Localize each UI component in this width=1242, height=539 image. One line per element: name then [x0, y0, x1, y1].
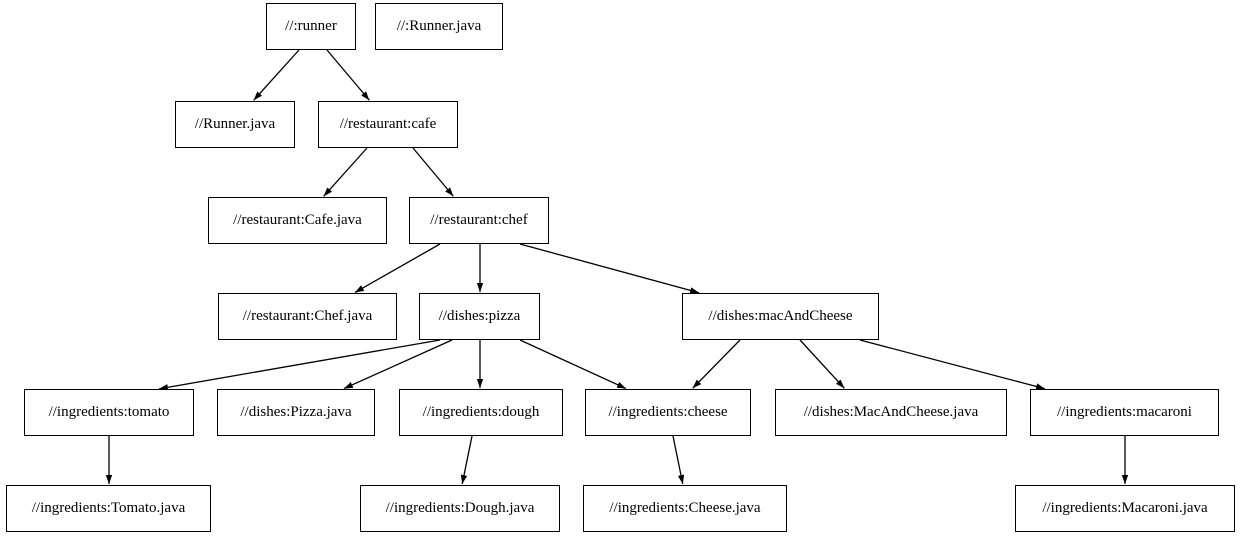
graph-edge: [519, 243, 700, 294]
graph-node-label: //restaurant:cafe: [339, 116, 437, 132]
graph-node-ingredients-tomato-java[interactable]: //ingredients:Tomato.java: [6, 485, 211, 532]
graph-node-dishes-pizza-java[interactable]: //dishes:Pizza.java: [217, 389, 375, 436]
graph-node-label: //dishes:Pizza.java: [240, 404, 352, 420]
graph-node-ingredients-macaroni[interactable]: //ingredients:macaroni: [1030, 389, 1219, 436]
graph-edge: [326, 49, 370, 101]
graph-node-restaurant-cafe-java[interactable]: //restaurant:Cafe.java: [208, 197, 387, 244]
graph-node-label: //dishes:macAndCheese: [708, 308, 853, 324]
graph-edge: [412, 147, 454, 197]
graph-node-label: //ingredients:macaroni: [1057, 404, 1192, 420]
graph-node-label: //ingredients:Tomato.java: [31, 500, 186, 516]
graph-node-label: //restaurant:Chef.java: [242, 308, 373, 324]
graph-edge: [343, 339, 453, 390]
graph-node-label: //Runner.java: [194, 116, 276, 132]
graph-node-runner-target[interactable]: //:runner: [266, 3, 356, 50]
graph-node-runner-java-root[interactable]: //:Runner.java: [375, 3, 503, 50]
graph-node-ingredients-cheese[interactable]: //ingredients:cheese: [585, 389, 751, 436]
graph-node-label: //:runner: [285, 18, 337, 34]
graph-node-label: //ingredients:Macaroni.java: [1042, 500, 1208, 516]
graph-node-label: //dishes:MacAndCheese.java: [803, 404, 979, 420]
graph-node-label: //ingredients:cheese: [608, 404, 728, 420]
graph-node-label: //restaurant:Cafe.java: [233, 212, 362, 228]
graph-node-dishes-pizza[interactable]: //dishes:pizza: [419, 293, 540, 340]
graph-node-restaurant-chef[interactable]: //restaurant:chef: [409, 197, 549, 244]
graph-node-label: //restaurant:chef: [430, 212, 528, 228]
graph-node-label: //dishes:pizza: [438, 308, 521, 324]
graph-node-label: //ingredients:tomato: [48, 404, 170, 420]
graph-edge: [519, 339, 627, 390]
graph-node-dishes-macandcheese-java[interactable]: //dishes:MacAndCheese.java: [775, 389, 1007, 436]
graph-edge: [253, 49, 300, 101]
graph-node-label: //:Runner.java: [396, 18, 482, 34]
graph-edge: [859, 339, 1046, 390]
graph-node-runner-java[interactable]: //Runner.java: [175, 101, 295, 148]
graph-node-ingredients-cheese-java[interactable]: //ingredients:Cheese.java: [583, 485, 787, 532]
graph-edge: [158, 339, 441, 391]
graph-edge: [799, 339, 845, 389]
graph-edge: [692, 339, 741, 389]
graph-node-ingredients-dough[interactable]: //ingredients:dough: [399, 389, 563, 436]
graph-node-label: //ingredients:Dough.java: [385, 500, 535, 516]
graph-edge: [354, 243, 441, 294]
graph-node-restaurant-cafe[interactable]: //restaurant:cafe: [318, 101, 458, 148]
graph-node-label: //ingredients:Cheese.java: [609, 500, 761, 516]
graph-edge: [460, 435, 473, 485]
graph-node-dishes-macandcheese[interactable]: //dishes:macAndCheese: [682, 293, 879, 340]
graph-node-ingredients-macaroni-java[interactable]: //ingredients:Macaroni.java: [1015, 485, 1235, 532]
graph-edge: [672, 435, 685, 485]
graph-edge: [323, 147, 368, 197]
graph-node-restaurant-chef-java[interactable]: //restaurant:Chef.java: [218, 293, 397, 340]
graph-node-label: //ingredients:dough: [422, 404, 540, 420]
graph-node-ingredients-tomato[interactable]: //ingredients:tomato: [24, 389, 194, 436]
graph-node-ingredients-dough-java[interactable]: //ingredients:Dough.java: [360, 485, 560, 532]
